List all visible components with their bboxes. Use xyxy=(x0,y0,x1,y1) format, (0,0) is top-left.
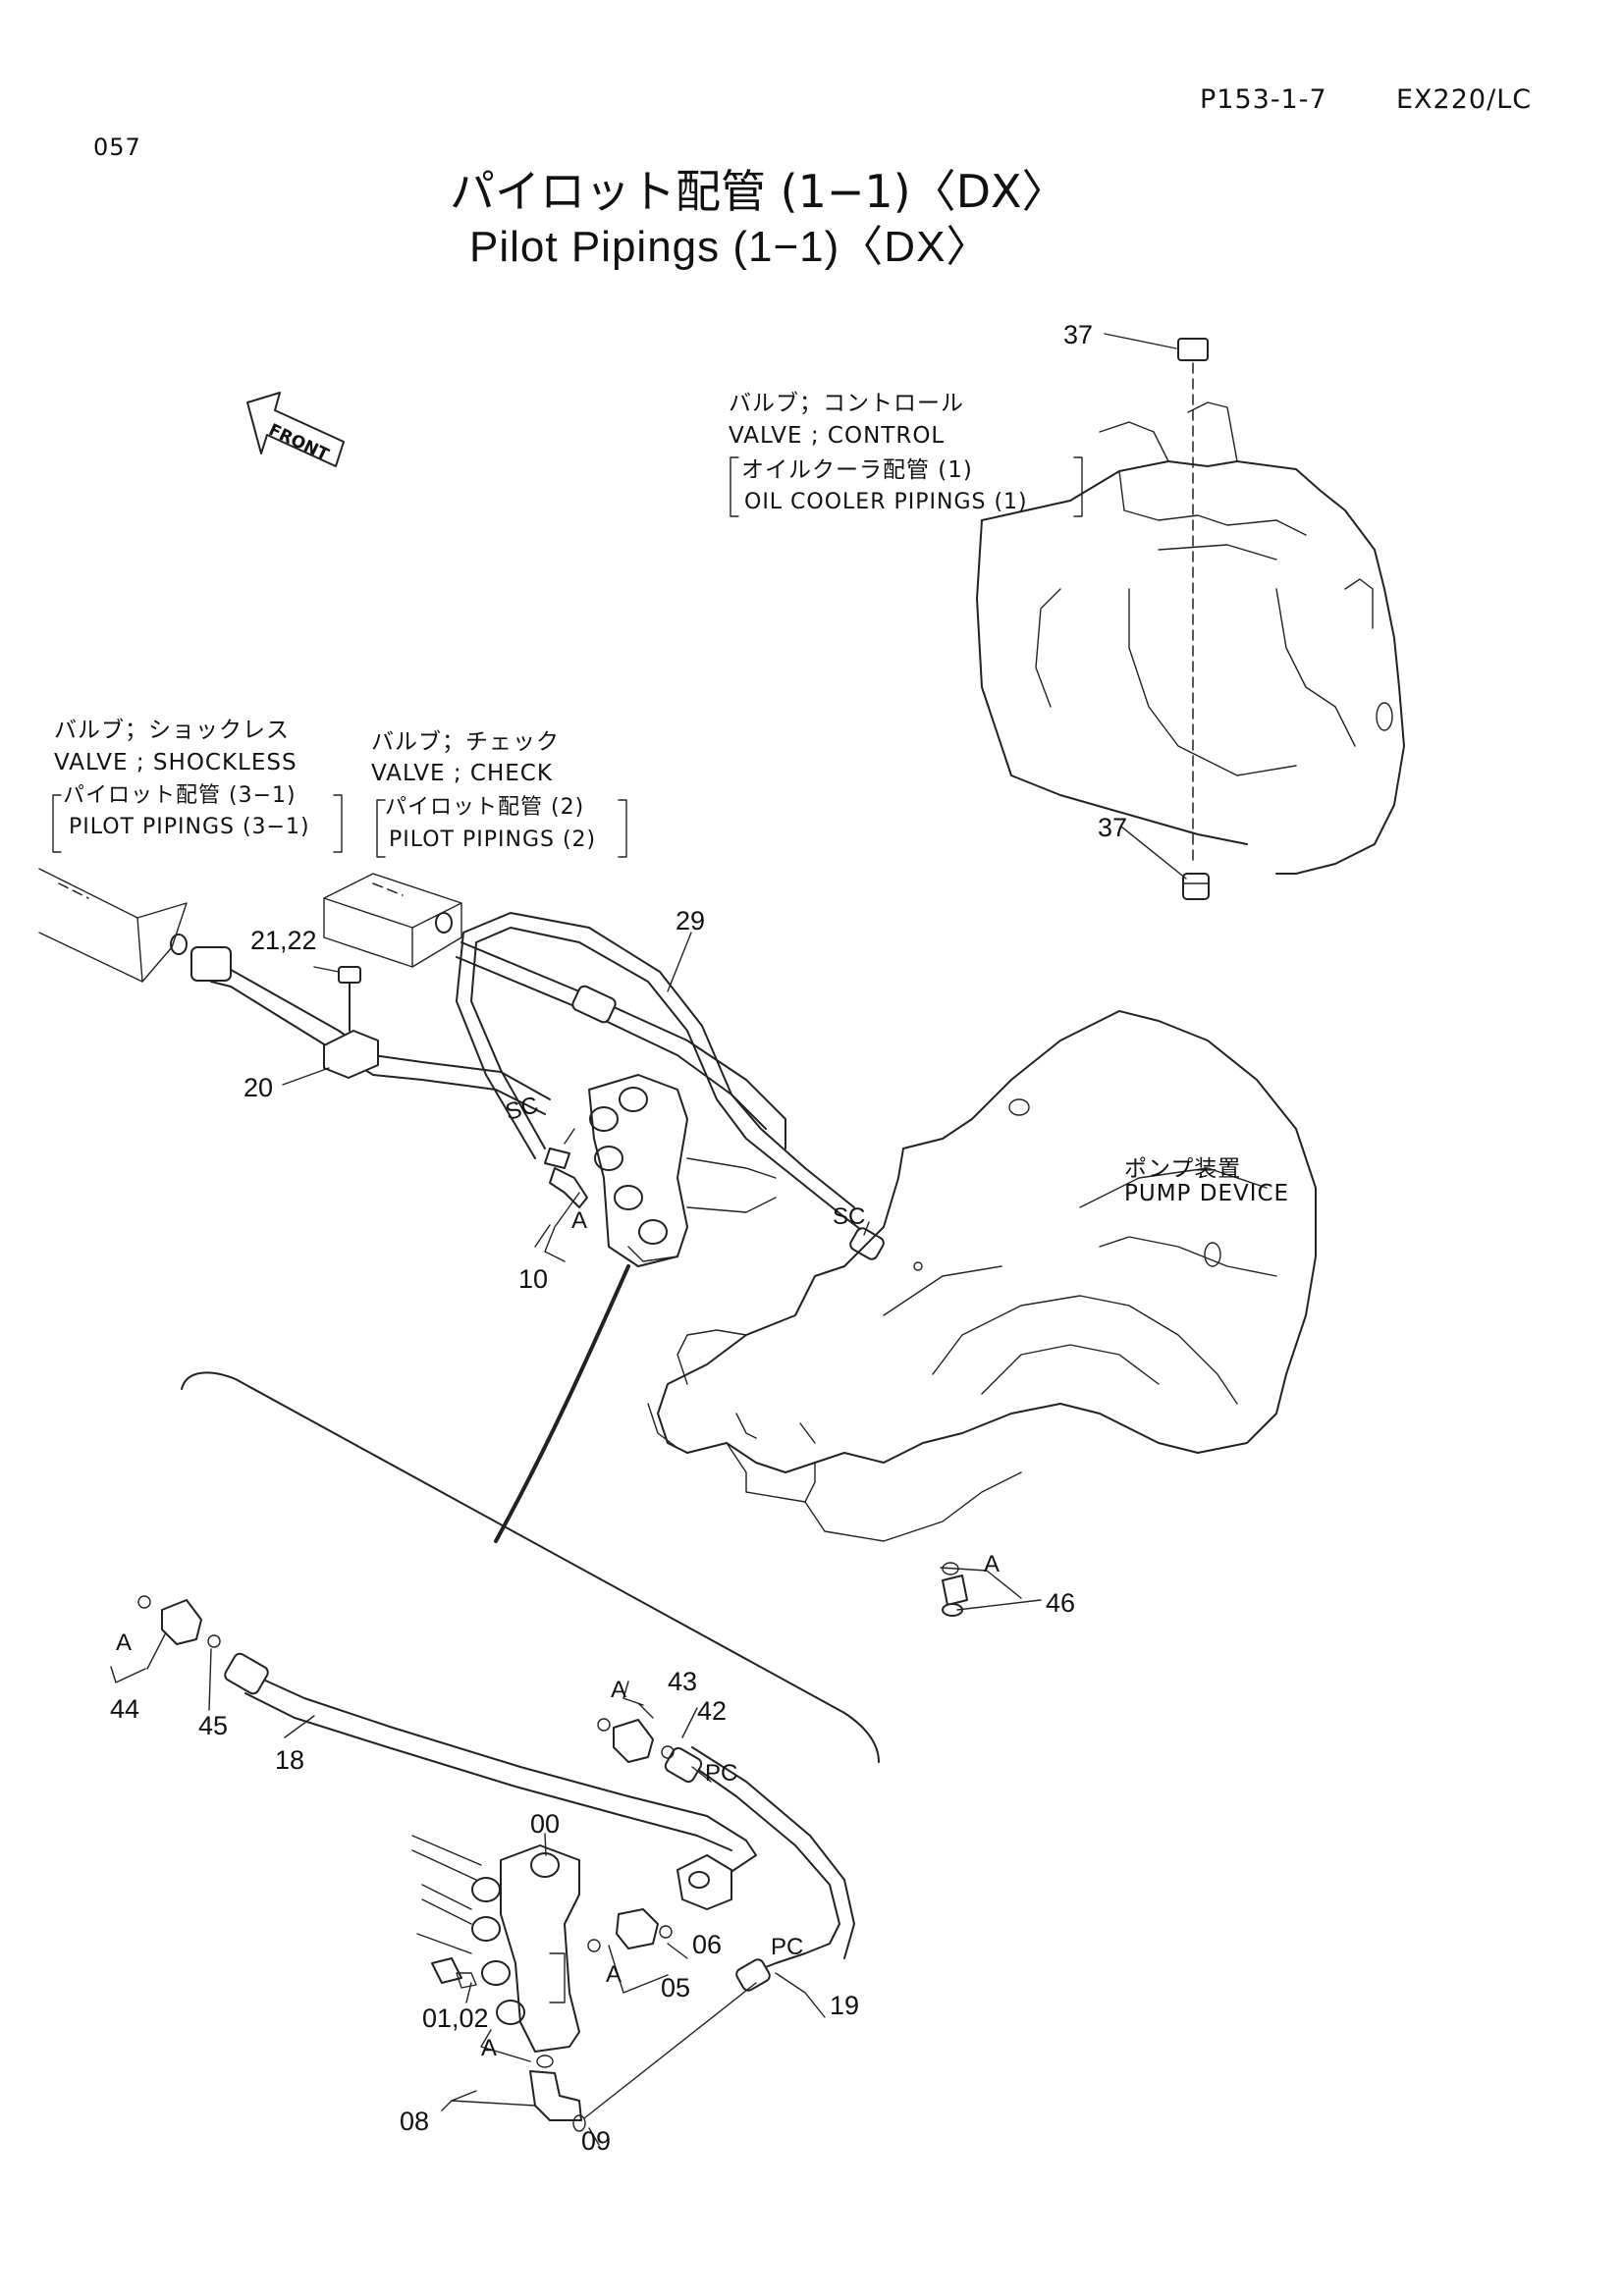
control-valve-drawing xyxy=(976,338,1405,900)
callout-21-22: 21,22 xyxy=(250,926,317,955)
reference-brackets xyxy=(52,456,1083,858)
front-arrow-icon xyxy=(246,392,345,467)
callout-sc-right: SC xyxy=(833,1203,866,1230)
callout-a-valve: A xyxy=(571,1207,588,1234)
callout-42: 42 xyxy=(697,1696,728,1726)
pilot-pipes-upper xyxy=(190,912,885,1260)
callout-10: 10 xyxy=(518,1264,549,1294)
pump-device-label-en: PUMP DEVICE xyxy=(1124,1181,1290,1206)
callout-37-bottom: 37 xyxy=(1098,813,1128,842)
model-name: EX220/LC xyxy=(1396,84,1533,115)
page-title-japanese: パイロット配管 (1−1)〈DX〉 xyxy=(450,165,1067,218)
check-valve-drawing xyxy=(323,873,462,968)
callout-01-02: 01,02 xyxy=(422,2003,489,2033)
pilot-pipes-lower xyxy=(137,1595,855,2132)
control-valve-ref-en: OIL COOLER PIPINGS (1) xyxy=(744,490,1028,514)
callout-44: 44 xyxy=(110,1694,140,1724)
callout-a-43: A xyxy=(611,1677,627,1703)
check-valve-ref-ja: パイロット配管 (2) xyxy=(385,795,585,820)
shockless-valve-label-en: VALVE ; SHOCKLESS xyxy=(54,750,298,775)
pilot-valve-10-drawing xyxy=(544,1074,777,1267)
callout-20: 20 xyxy=(243,1073,274,1102)
control-valve-ref-ja: オイルクーラ配管 (1) xyxy=(741,457,973,483)
callout-08: 08 xyxy=(400,2107,430,2136)
callout-29: 29 xyxy=(676,906,706,935)
callout-pc-top: PC xyxy=(705,1760,738,1787)
callout-19: 19 xyxy=(830,1991,860,2020)
callout-a-05: A xyxy=(606,1961,622,1988)
callout-00: 00 xyxy=(530,1809,561,1839)
callout-43: 43 xyxy=(668,1667,698,1696)
callout-45: 45 xyxy=(198,1711,229,1740)
callout-46: 46 xyxy=(1046,1588,1076,1618)
page-number: 057 xyxy=(93,133,141,161)
control-valve-label-ja: バルブ；コントロール xyxy=(729,391,964,416)
callout-a-pump: A xyxy=(984,1551,1001,1577)
callout-09: 09 xyxy=(581,2126,612,2156)
callout-a-08: A xyxy=(481,2035,498,2061)
check-valve-label-ja: バルブ；チェック xyxy=(371,729,560,755)
page-code: P153-1-7 xyxy=(1200,84,1327,115)
detail-callout-line xyxy=(181,1264,880,1763)
callout-18: 18 xyxy=(275,1745,305,1775)
check-valve-label-en: VALVE ; CHECK xyxy=(371,761,553,786)
leader-lines xyxy=(110,333,1187,2146)
shockless-valve-label-ja: バルブ；ショックレス xyxy=(54,718,290,743)
check-valve-ref-en: PILOT PIPINGS (2) xyxy=(389,828,597,852)
shockless-valve-drawing xyxy=(38,868,188,983)
pump-device-label-ja: ポンプ装置 xyxy=(1124,1156,1242,1182)
callout-37-top: 37 xyxy=(1063,320,1094,349)
pump-device-drawing xyxy=(647,1010,1317,1617)
page-title-english: Pilot Pipings (1−1)〈DX〉 xyxy=(469,223,991,271)
callout-a-44: A xyxy=(116,1629,133,1656)
shockless-valve-ref-en: PILOT PIPINGS (3−1) xyxy=(69,815,310,839)
shockless-valve-ref-ja: パイロット配管 (3−1) xyxy=(63,783,297,808)
control-valve-label-en: VALVE ; CONTROL xyxy=(729,423,946,449)
callout-06: 06 xyxy=(692,1930,723,1959)
callout-pc-bottom: PC xyxy=(771,1934,804,1960)
callout-05: 05 xyxy=(661,1973,691,2002)
